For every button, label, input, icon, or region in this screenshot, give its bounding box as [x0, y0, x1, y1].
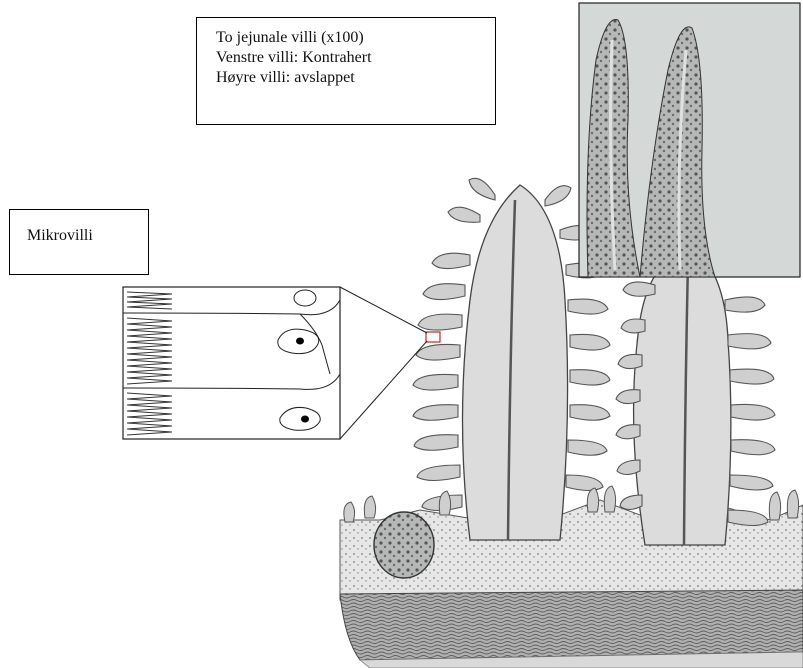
enterocyte-schematic [123, 287, 340, 439]
villi-photomicrograph [579, 3, 800, 277]
caption-line-2: Venstre villi: Kontrahert [216, 48, 495, 68]
zoom-line-top [340, 287, 427, 333]
microvilli-label: Mikrovilli [27, 226, 148, 246]
microvilli-label-box: Mikrovilli [9, 209, 149, 275]
caption-box: To jejunale villi (x100) Venstre villi: … [196, 17, 496, 125]
zoom-marker [426, 332, 440, 342]
lymphoid-nodule [374, 512, 434, 578]
nucleus-top [294, 290, 316, 306]
caption-line-1: To jejunale villi (x100) [216, 28, 495, 48]
muscularis-layer [340, 590, 803, 660]
zoom-line-bottom [340, 341, 427, 439]
caption-line-3: Høyre villi: avslappet [216, 68, 495, 88]
